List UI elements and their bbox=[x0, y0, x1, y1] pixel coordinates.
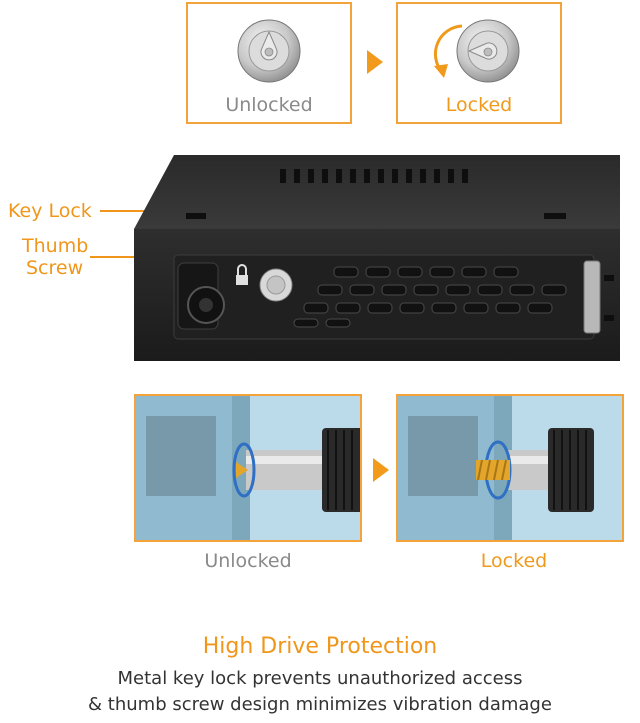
thumb-screw-locked-detail bbox=[396, 394, 624, 542]
description-line-1: Metal key lock prevents unauthorized acc… bbox=[117, 668, 523, 689]
thumb-screw-locked-image bbox=[398, 396, 622, 540]
section-title: High Drive Protection bbox=[202, 634, 438, 659]
thumb-screw-unlocked-image bbox=[136, 396, 360, 540]
bottom-locked-caption: Locked bbox=[480, 550, 548, 572]
rotate-arrow-icon bbox=[433, 24, 463, 78]
drive-tray-image bbox=[134, 155, 620, 361]
key-lock-unlocked-icon bbox=[237, 19, 301, 83]
unlocked-caption: Unlocked bbox=[225, 94, 313, 116]
description-line-2: & thumb screw design minimizes vibration… bbox=[88, 694, 552, 715]
arrow-right-bottom-icon bbox=[373, 458, 389, 482]
thumb-label-line2: Screw bbox=[26, 257, 84, 279]
thumb-label-line1: Thumb bbox=[22, 235, 89, 257]
key-lock-locked-icon bbox=[456, 19, 520, 83]
locked-caption: Locked bbox=[445, 94, 513, 116]
thumb-screw-unlocked-detail bbox=[134, 394, 362, 542]
key-lock-label: Key Lock bbox=[8, 200, 92, 222]
arrow-right-icon bbox=[367, 50, 383, 74]
unlocked-key-panel: Unlocked bbox=[186, 2, 352, 124]
locked-key-panel: Locked bbox=[396, 2, 562, 124]
bottom-unlocked-caption: Unlocked bbox=[204, 550, 292, 572]
